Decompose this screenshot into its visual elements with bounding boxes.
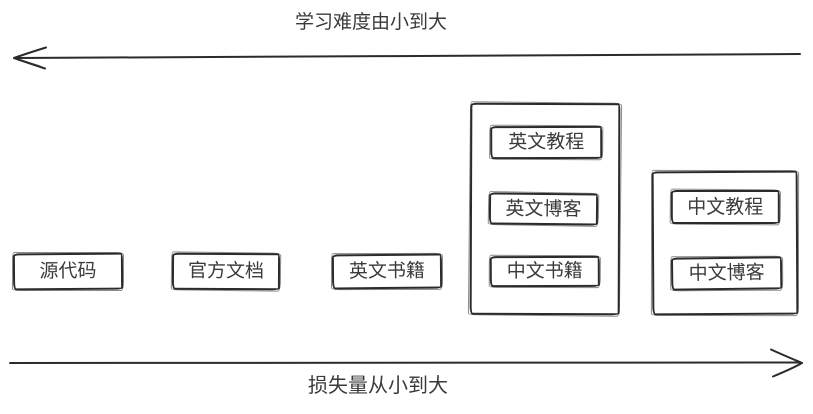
node-source-code: 源代码 bbox=[12, 252, 124, 291]
node-official-docs-label: 官方文档 bbox=[187, 260, 265, 283]
node-source-code-label: 源代码 bbox=[39, 260, 97, 283]
node-chinese-blog: 中文博客 bbox=[670, 256, 783, 291]
bottom-axis-label: 损失量从小到大 bbox=[308, 375, 448, 397]
difficulty-arrow-left bbox=[13, 46, 801, 70]
group-box-chinese-tutorial-blog: 中文教程 中文博客 bbox=[651, 170, 799, 316]
node-chinese-tutorial: 中文教程 bbox=[670, 189, 780, 224]
loss-arrow-right bbox=[9, 348, 803, 378]
node-english-books: 英文书籍 bbox=[331, 253, 443, 290]
node-official-docs: 官方文档 bbox=[171, 252, 281, 291]
top-axis-label: 学习难度由小到大 bbox=[295, 12, 448, 33]
node-english-blog-label: 英文博客 bbox=[505, 198, 582, 220]
node-english-tutorial: 英文教程 bbox=[490, 125, 603, 160]
node-chinese-books-label: 中文书籍 bbox=[506, 260, 583, 283]
node-english-tutorial-label: 英文教程 bbox=[508, 131, 585, 154]
group-box-tutorials-blogs-books: 英文教程 英文博客 中文书籍 bbox=[469, 102, 621, 316]
node-chinese-blog-label: 中文博客 bbox=[688, 262, 765, 285]
node-english-books-label: 英文书籍 bbox=[348, 260, 426, 283]
node-chinese-books: 中文书籍 bbox=[489, 255, 600, 288]
node-chinese-tutorial-label: 中文教程 bbox=[687, 196, 764, 218]
node-english-blog: 英文博客 bbox=[488, 192, 599, 226]
